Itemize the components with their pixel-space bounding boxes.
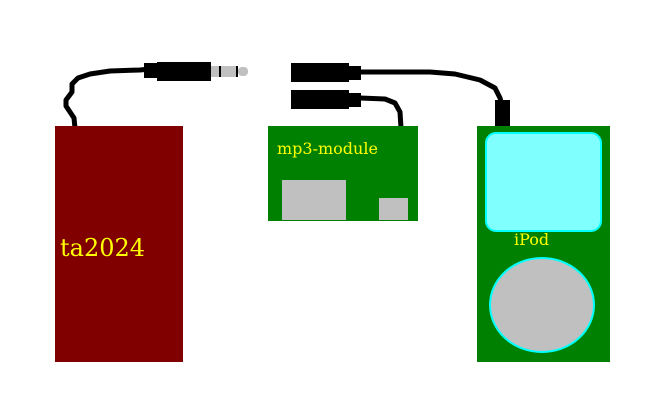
ipod-click-wheel (489, 257, 595, 353)
ipod-cable (360, 69, 505, 106)
stereo-plug (144, 62, 248, 81)
ta2024-board: ta2024 (55, 126, 183, 362)
ipod-label: iPod (514, 230, 549, 249)
ipod-plug (495, 100, 510, 126)
mp3-module-chip-large (282, 180, 346, 220)
mp3-module-cable (359, 95, 404, 129)
ta2024-cable (63, 66, 151, 129)
mp3-module-label: mp3-module (277, 139, 378, 158)
mp3-module-chip-small (379, 198, 408, 220)
ta2024-body (55, 126, 183, 362)
ipod-screen (485, 132, 602, 232)
ipod-jack-connector (291, 63, 361, 82)
mp3-module-board: mp3-module (268, 126, 418, 221)
mp3-jack-connector (291, 90, 361, 109)
ta2024-label: ta2024 (60, 234, 145, 262)
ipod-device: iPod (477, 126, 610, 362)
